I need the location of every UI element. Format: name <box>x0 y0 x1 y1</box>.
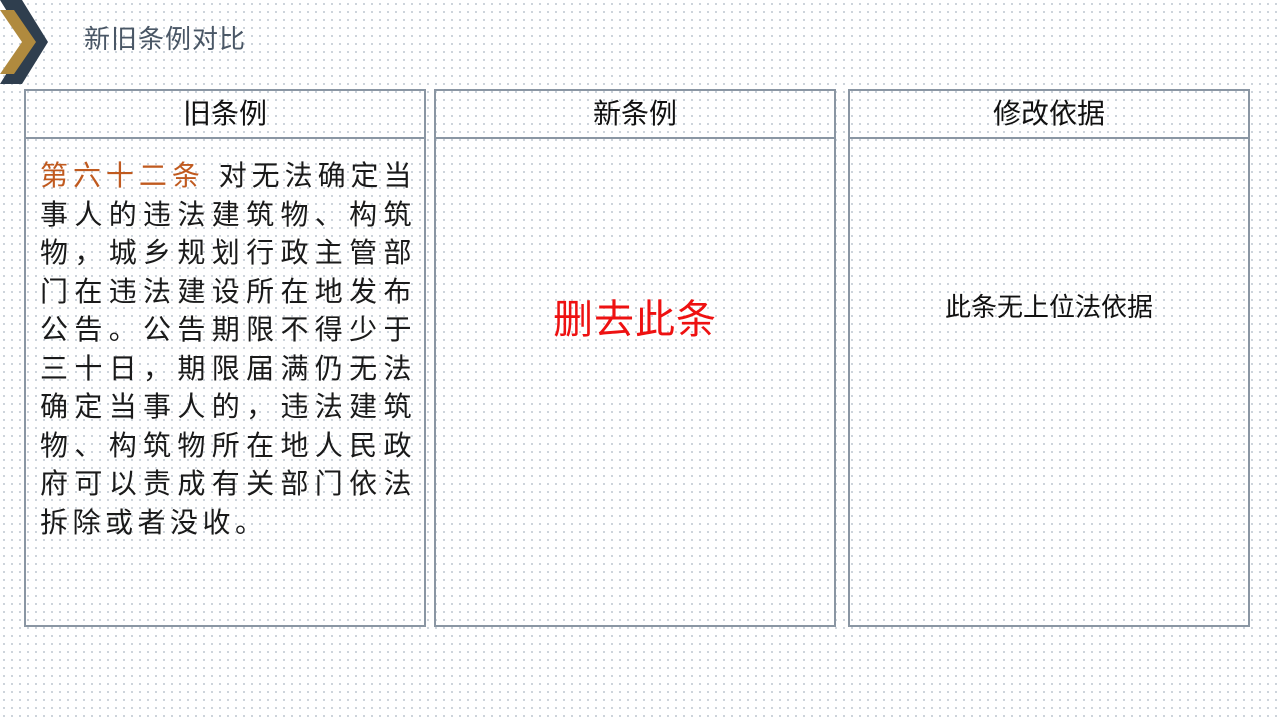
new-regulation-panel: 新条例 删去此条 <box>434 89 836 627</box>
amendment-basis-text: 此条无上位法依据 <box>944 293 1153 323</box>
deleted-note: 删去此条 <box>553 297 717 343</box>
old-regulation-text: 第六十二条 对无法确定当事人的违法建筑物、构筑物，城乡规划行政主管部门在违法建设… <box>40 157 416 542</box>
new-regulation-header: 新条例 <box>436 91 834 139</box>
article-body: 对无法确定当事人的违法建筑物、构筑物，城乡规划行政主管部门在违法建设所在地发布公… <box>40 159 416 539</box>
article-number: 第六十二条 <box>40 159 205 192</box>
amendment-basis-header: 修改依据 <box>850 91 1248 139</box>
amendment-basis-panel: 修改依据 此条无上位法依据 <box>848 89 1250 627</box>
old-regulation-header: 旧条例 <box>26 91 424 139</box>
chevron-decoration-icon <box>0 0 48 84</box>
page-title: 新旧条例对比 <box>84 25 247 55</box>
old-regulation-panel: 旧条例 第六十二条 对无法确定当事人的违法建筑物、构筑物，城乡规划行政主管部门在… <box>24 89 426 627</box>
